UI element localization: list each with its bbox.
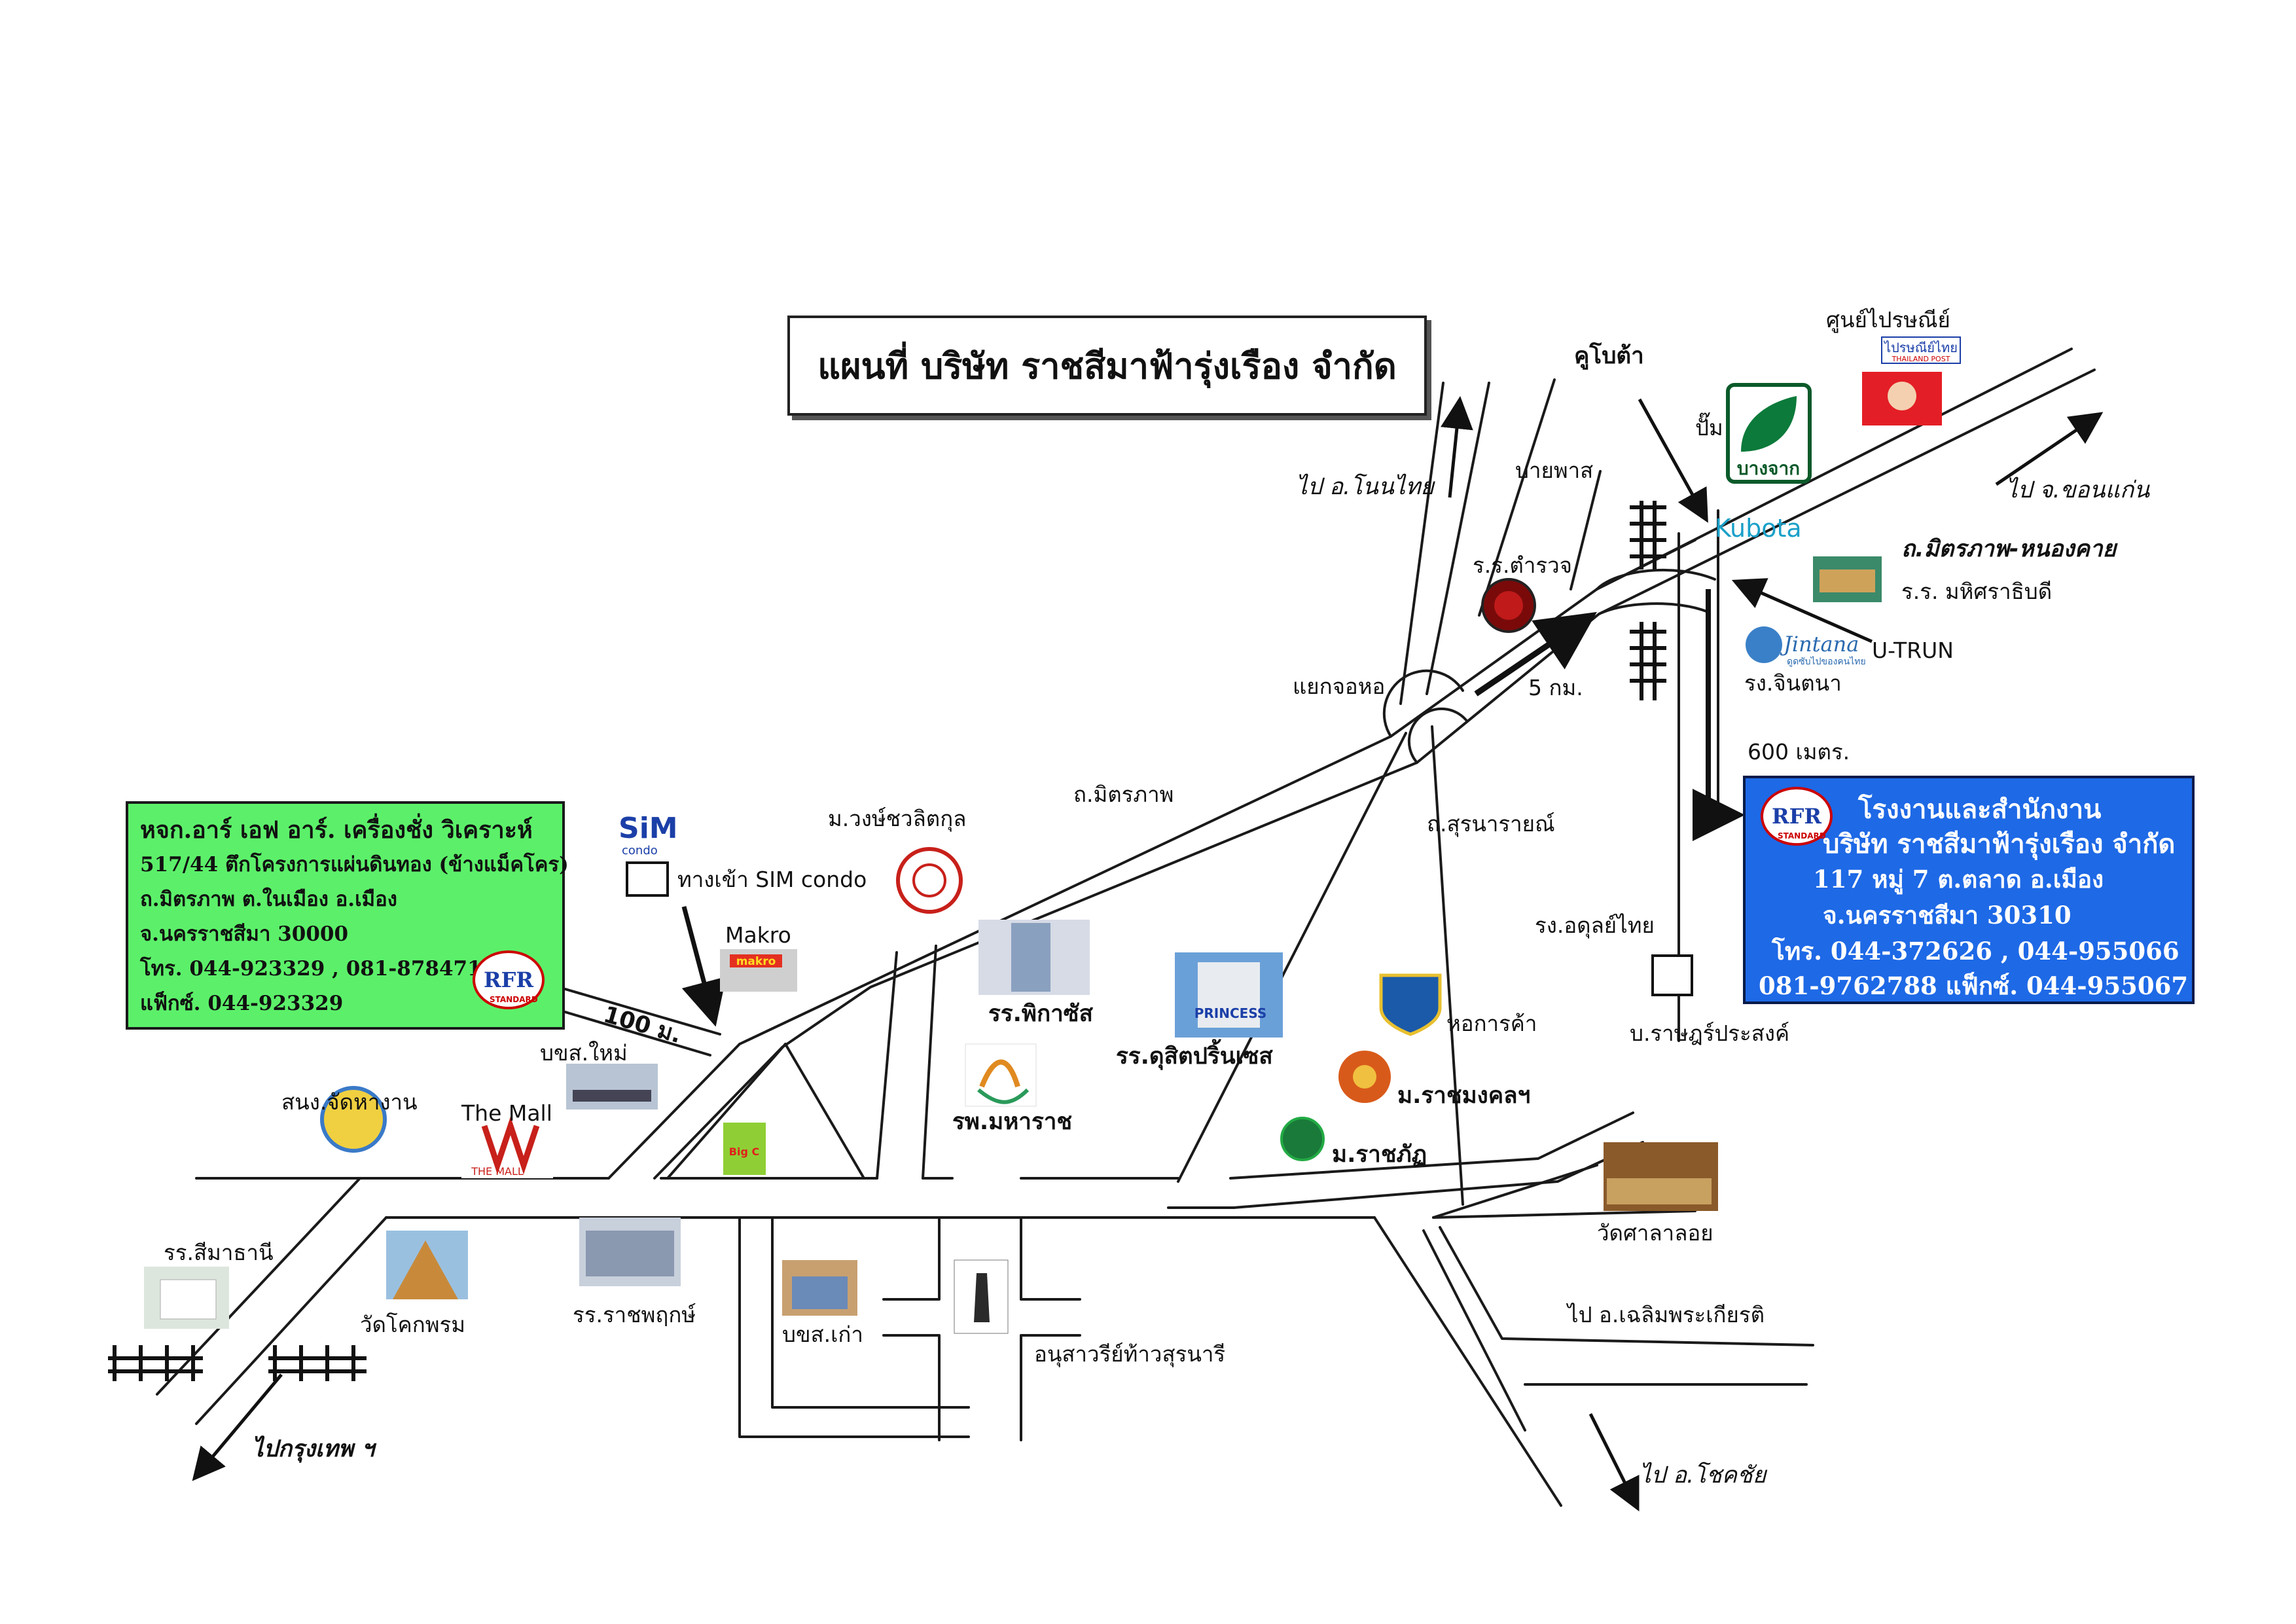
jintana-logo: [1746, 626, 1782, 663]
maharat-hospital-label: รพ.มหาราช: [952, 1109, 1072, 1135]
rfr-logo-branch-text: RFR: [484, 967, 533, 992]
hq-line-6: 081-9762788 แฟ็กซ์. 044-955067: [1759, 971, 2189, 1000]
makro-label: Makro: [725, 922, 791, 948]
simathani-label: รร.สีมาธานี: [164, 1240, 274, 1265]
thailand-post-en-text: THAILAND POST: [1892, 355, 1950, 363]
chamber-logo: [1379, 973, 1442, 1036]
new-bus-picture: [566, 1064, 658, 1110]
rajamangala-label: ม.ราชมงคลฯ: [1397, 1083, 1530, 1109]
the-mall-label: The Mall: [461, 1100, 552, 1126]
bigc-logo: [723, 1123, 766, 1175]
branch-address-1: 517/44 ตึกโครงการแผ่นดินทอง (ข้างแม็คโคร…: [140, 853, 569, 876]
kubota-label: คูโบต้า: [1574, 342, 1644, 370]
branch-address-3: จ.นครราชสีมา 30000: [140, 922, 349, 946]
sim-entrance-box: [626, 861, 669, 897]
bypass-label: บายพาส: [1515, 458, 1593, 483]
black-arrow: [192, 396, 2104, 1511]
to-khon-kaen-label: ไป จ.ขอนแก่น: [2006, 477, 2150, 503]
makro-sign: makro: [736, 955, 776, 968]
jor-hor-label: แยกจอหอ: [1293, 674, 1385, 699]
mittraphap-nongkhai-label: ถ.มิตรภาพ-หนองคาย: [1901, 536, 2119, 562]
ratchaphruek-label: รร.ราชพฤกษ์: [573, 1302, 696, 1327]
five-km-label: 5 กม.: [1528, 675, 1583, 700]
rfr-logo-hq-sub: STANDARD: [1778, 831, 1826, 840]
new-bus-label: บขส.ใหม่: [540, 1040, 628, 1066]
hq-line-4: จ.นครราชสีมา 30310: [1823, 901, 2072, 929]
six-hundred-m-label: 600 เมตร.: [1748, 739, 1850, 765]
branch-fax: แฟ็กซ์. 044-923329: [140, 992, 344, 1015]
rfr-logo-branch: RFR: [473, 950, 545, 1009]
thao-suranari-label: อนุสาวรีย์ท้าวสุรนารี: [1034, 1341, 1225, 1367]
u-turn-label: U-TRUN: [1872, 638, 1954, 663]
bangchak-text: บางจาก: [1737, 458, 1800, 479]
branch-info-box: หจก.อาร์ เอฟ อาร์. เครื่องชั่ง วิเคราะห์…: [126, 801, 569, 1030]
hq-line-5: โทร. 044-372626 , 044-955066: [1772, 937, 2179, 965]
pump-label: ปั๊ม: [1695, 412, 1723, 441]
princess-sign: PRINCESS: [1194, 1005, 1267, 1021]
to-bangkok-label: ไปกรุงเทพ ฯ: [252, 1435, 377, 1463]
rajabhat-label: ม.ราชภัฏ: [1332, 1142, 1427, 1168]
to-chaloem-label: ไป อ.เฉลิมพระเกียรติ: [1566, 1302, 1765, 1327]
suranarai-road-label: ถ.สุรนารายณ์: [1427, 811, 1555, 837]
vongchavalitkul-logo: [896, 847, 963, 914]
post-center-label: ศูนย์ไปรษณีย์: [1826, 307, 1950, 333]
rfr-logo-hq: RFR: [1761, 787, 1833, 846]
old-bus-label: บขส.เก่า: [782, 1322, 863, 1347]
railway-track-icon: [108, 501, 1666, 1381]
police-school-label: ร.ร.ตำรวจ: [1473, 552, 1572, 578]
rajabhat-logo: [1280, 1117, 1325, 1161]
pikasan-label: รร.พิกาซัส: [988, 1001, 1094, 1027]
employment-office-logo: [320, 1086, 387, 1153]
adun-thai-box: [1651, 954, 1693, 996]
map-labels: คูโบต้า ศูนย์ไปรษณีย์ ปั๊ม ไป อ.โนนไทย บ…: [164, 307, 2150, 1489]
hq-line-3: 117 หมู่ 7 ต.ตลาด อ.เมือง: [1813, 865, 2104, 893]
mittraphap-road-label: ถ.มิตรภาพ: [1073, 782, 1174, 807]
rfr-logo-hq-text: RFR: [1772, 804, 1821, 829]
branch-name: หจก.อาร์ เอฟ อาร์. เครื่องชั่ง วิเคราะห์: [140, 816, 533, 844]
jintana-text: Jintana: [1780, 632, 1859, 657]
sim-logo: SiM: [619, 812, 678, 845]
bigc-logo-text: Big C: [729, 1146, 759, 1158]
landmark-pictures: ไปรษณีย์ไทย THAILAND POST บางจาก Kubota …: [144, 336, 1961, 1334]
dusit-princess-label: รร.ดุสิตปริ้นเซส: [1116, 1039, 1273, 1070]
adun-thai-label: รง.อดุลย์ไทย: [1535, 912, 1655, 939]
vongchavalitkul-label: ม.วงษ์ชวลิตกุล: [828, 806, 966, 832]
rat-prasong-label: บ.ราษฎร์ประสงค์: [1630, 1020, 1789, 1046]
rfr-logo-branch-sub: STANDARD: [490, 995, 538, 1004]
thailand-post-logo: [1881, 336, 1961, 364]
maharat-hospital-logo: [965, 1043, 1037, 1107]
jintana-sub: ดูดซับไปของคนไทย: [1787, 656, 1866, 667]
chamber-label: หอการค้า: [1446, 1011, 1537, 1036]
kubota-logo: Kubota: [1715, 514, 1802, 543]
sim-entrance-label: ทางเข้า SIM condo: [677, 867, 867, 892]
branch-phone: โทร. 044-923329 , 081-8784717: [140, 957, 496, 981]
mahisarathibodi-label: ร.ร. มหิศราธิบดี: [1901, 579, 2052, 604]
branch-address-2: ถ.มิตรภาพ ต.ในเมือง อ.เมือง: [140, 888, 397, 911]
hq-line-1: โรงงานและสำนักงาน: [1858, 794, 2102, 825]
sim-logo-sub: condo: [622, 844, 658, 857]
to-chok-chai-label: ไป อ.โชคชัย: [1640, 1462, 1768, 1489]
to-non-thai-label: ไป อ.โนนไทย: [1296, 473, 1435, 500]
map-title: แผนที่ บริษัท ราชสีมาฟ้ารุ่งเรือง จำกัด: [787, 316, 1427, 416]
employment-office-label: สนง.จัดหางาน: [281, 1089, 418, 1115]
chintana-factory-label: รง.จินตนา: [1744, 670, 1842, 696]
hq-line-2: บริษัท ราชสีมาฟ้ารุ่งเรือง จำกัด: [1823, 829, 2176, 859]
wat-sala-loi-label: วัดศาลาลอย: [1597, 1220, 1713, 1246]
wat-khok-phrom-label: วัดโคกพรม: [360, 1312, 465, 1337]
thailand-post-text: ไปรษณีย์ไทย: [1883, 340, 1958, 355]
